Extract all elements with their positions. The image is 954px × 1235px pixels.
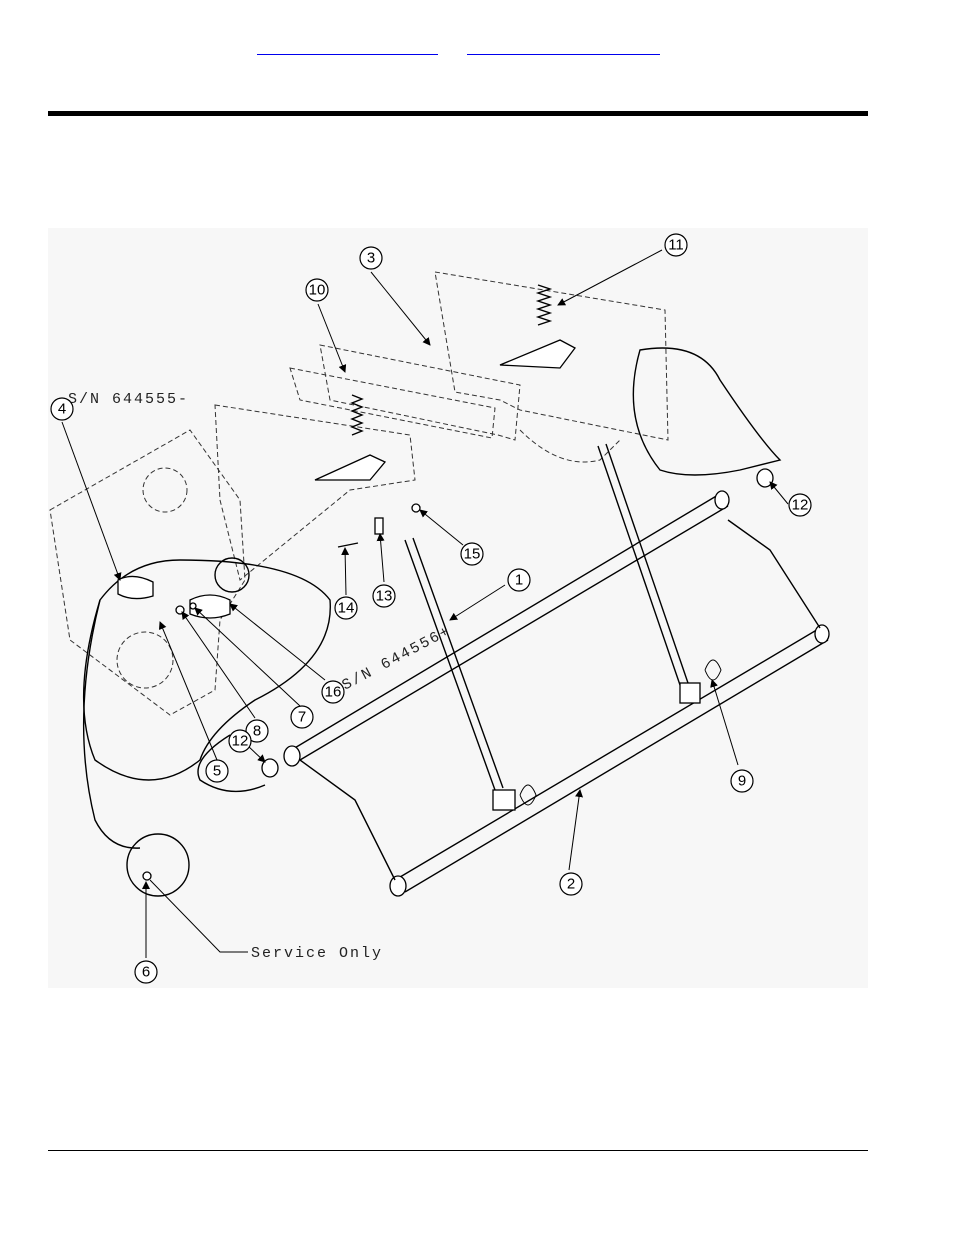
svg-text:2: 2 bbox=[567, 876, 575, 893]
callout-10: 10 bbox=[306, 279, 328, 301]
callout-9: 9 bbox=[731, 770, 753, 792]
callout-3: 3 bbox=[360, 247, 382, 269]
callout-15: 15 bbox=[461, 543, 483, 565]
callout-12-right: 12 bbox=[789, 494, 811, 516]
callout-14: 14 bbox=[335, 597, 357, 619]
header-rule bbox=[48, 111, 868, 116]
callout-6: 6 bbox=[135, 961, 157, 983]
header-link-left[interactable] bbox=[257, 40, 438, 55]
svg-text:12: 12 bbox=[792, 497, 809, 514]
callout-7: 7 bbox=[291, 706, 313, 728]
svg-text:16: 16 bbox=[325, 684, 342, 701]
callout-12-left: 12 bbox=[229, 730, 251, 752]
header-link-right[interactable] bbox=[467, 40, 660, 55]
frame-outline bbox=[50, 272, 668, 715]
svg-text:4: 4 bbox=[58, 401, 66, 418]
springs bbox=[315, 285, 575, 480]
svg-text:9: 9 bbox=[738, 773, 746, 790]
callout-1: 1 bbox=[508, 569, 530, 591]
svg-text:13: 13 bbox=[376, 588, 393, 605]
serial-note-old: S/N 644555- bbox=[68, 391, 189, 408]
callout-5: 5 bbox=[206, 760, 228, 782]
callout-11: 11 bbox=[665, 234, 687, 256]
end-caps bbox=[84, 348, 780, 896]
parts-diagram: S/N 644555- S/N 644556+ Service Only 1 2… bbox=[48, 228, 868, 988]
svg-text:14: 14 bbox=[338, 600, 355, 617]
svg-text:8: 8 bbox=[253, 723, 261, 740]
leader-lines bbox=[62, 250, 788, 958]
service-only-note: Service Only bbox=[251, 945, 383, 962]
svg-text:3: 3 bbox=[367, 250, 375, 267]
svg-text:5: 5 bbox=[213, 763, 221, 780]
svg-text:15: 15 bbox=[464, 546, 481, 563]
callout-16: 16 bbox=[322, 681, 344, 703]
exploded-view-svg: S/N 644555- S/N 644556+ Service Only 1 2… bbox=[48, 228, 868, 988]
svg-text:12: 12 bbox=[232, 733, 249, 750]
svg-text:6: 6 bbox=[142, 964, 150, 981]
tool-bar bbox=[284, 491, 829, 896]
svg-text:11: 11 bbox=[668, 237, 684, 254]
callout-13: 13 bbox=[373, 585, 395, 607]
footer-rule bbox=[48, 1150, 868, 1151]
callout-2: 2 bbox=[560, 873, 582, 895]
adjust-rods bbox=[405, 444, 721, 810]
callout-4: 4 bbox=[51, 398, 73, 420]
serial-note-new: S/N 644556+ bbox=[339, 623, 454, 695]
svg-text:7: 7 bbox=[298, 709, 306, 726]
svg-text:1: 1 bbox=[515, 572, 523, 589]
svg-text:10: 10 bbox=[309, 282, 326, 299]
